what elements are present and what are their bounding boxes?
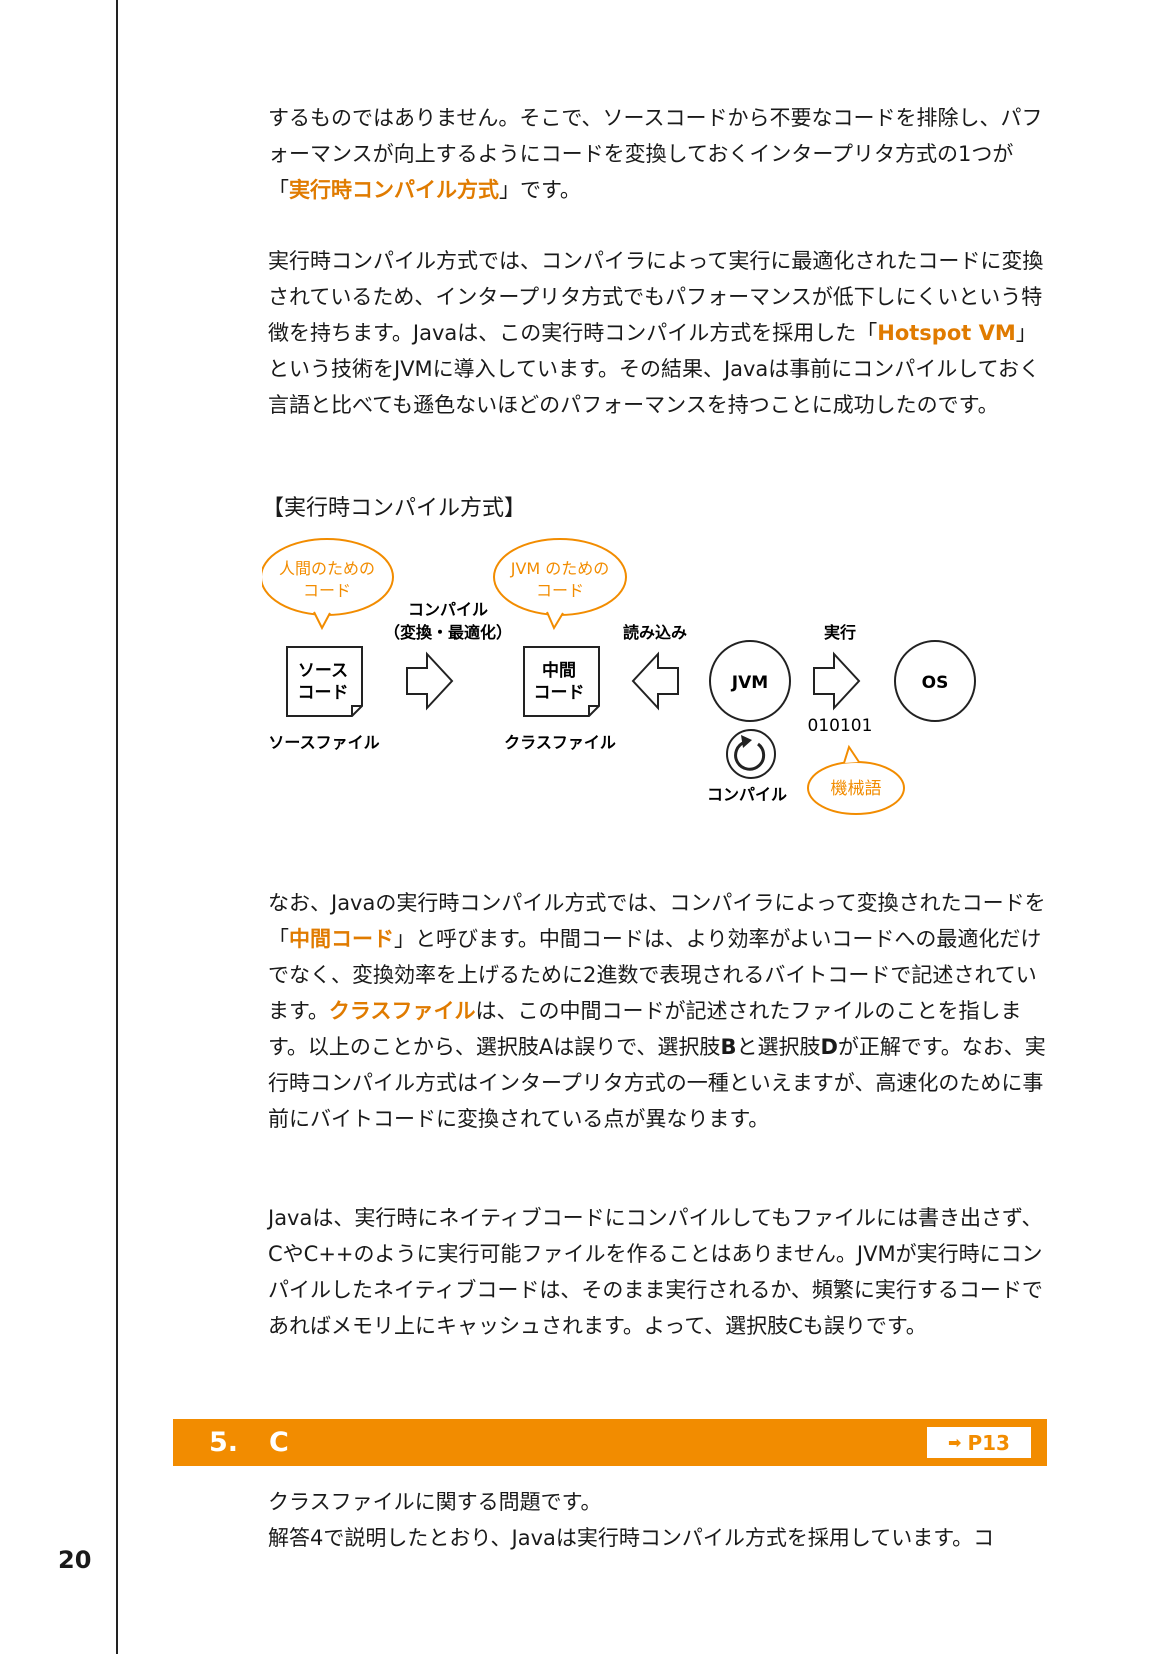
section-answer: C xyxy=(269,1427,289,1458)
doc-middle-line1: 中間 xyxy=(542,660,576,681)
text: 実行時コンパイル方式では、コンパイラによって実行に最適化されたコードに変換されて… xyxy=(268,249,1044,345)
text: 」という技術をJVMに導入しています。その結果、Javaは事前にコンパイルしてお… xyxy=(268,321,1041,417)
caption-source-file: ソースファイル xyxy=(268,733,379,752)
label-load: 読み込み xyxy=(623,623,687,642)
jvm-label: JVM xyxy=(731,673,768,693)
label-jit-compile: コンパイル xyxy=(707,785,787,804)
label-compile-line1: コンパイル xyxy=(408,600,488,619)
jit-compile-diagram: 人間のための コード JVM のための コード コンパイル （変換・最適化） 読… xyxy=(262,538,976,815)
intermediate-code-document-icon: 中間 コード xyxy=(523,646,600,717)
label-compile-line2: （変換・最適化） xyxy=(384,623,512,642)
paragraph-4: Javaは、実行時にネイティブコードにコンパイルしてもファイルには書き出さず、C… xyxy=(268,1206,1043,1338)
option-d: D xyxy=(820,1035,838,1059)
label-exec: 実行 xyxy=(824,623,856,642)
option-b: B xyxy=(720,1035,737,1059)
text: なお、Javaの実行時コンパイル方式では、コンパイラによって変換されたコードを「 xyxy=(268,891,1046,951)
diagram-title: 【実行時コンパイル方式】 xyxy=(262,496,527,521)
arrow-left-icon xyxy=(631,651,679,711)
bubble-human-line2: コード xyxy=(303,581,351,600)
highlight-term: 実行時コンパイル方式 xyxy=(289,178,499,202)
caption-class-file: クラスファイル xyxy=(504,733,616,752)
text: と選択肢 xyxy=(736,1035,821,1059)
jvm-node xyxy=(709,640,791,722)
bubble-human-line1: 人間のための xyxy=(279,559,375,578)
bubble-jvm-line2: コード xyxy=(536,581,584,600)
highlight-term: クラスファイル xyxy=(328,999,476,1023)
binary-code: 010101 xyxy=(808,716,873,736)
paragraph-3: なお、Javaの実行時コンパイル方式では、コンパイラによって変換されたコードを「… xyxy=(268,885,1048,1137)
text: は、この中間コードが記述されたファイルのことを指します。以上のことから、選択肢A… xyxy=(268,999,1022,1059)
page-number: 20 xyxy=(58,1546,92,1574)
doc-source-line2: コード xyxy=(298,683,349,703)
page-reference-link[interactable]: ➡ P13 xyxy=(927,1427,1031,1458)
arrow-right-exec-icon xyxy=(813,651,861,711)
bubble-jvm-line1: JVM のための xyxy=(510,559,610,578)
bubble-machine-code: 機械語 xyxy=(807,744,905,815)
paragraph-6: 解答4で説明したとおり、Javaは実行時コンパイル方式を採用しています。コ xyxy=(268,1526,995,1550)
answer-section-header: 5. C ➡ P13 xyxy=(173,1419,1047,1466)
source-code-document-icon: ソース コード xyxy=(286,646,363,717)
paragraph-1: するものではありません。そこで、ソースコードから不要なコードを排除し、パフォーマ… xyxy=(268,100,1048,208)
text: するものではありません。そこで、ソースコードから不要なコードを排除し、パフォーマ… xyxy=(268,106,1043,202)
os-node xyxy=(894,640,976,722)
os-label: OS xyxy=(922,673,949,693)
highlight-term: Hotspot VM xyxy=(877,321,1016,345)
text: が正解です。なお、実行時コンパイル方式はインタープリタ方式の一種といえますが、高… xyxy=(268,1035,1046,1131)
compile-loop-icon xyxy=(726,729,776,779)
doc-middle-line2: コード xyxy=(534,683,585,703)
arrow-right-icon xyxy=(406,651,454,711)
bubble-human-code: 人間のための コード xyxy=(262,538,394,631)
paragraph-5: クラスファイルに関する問題です。 xyxy=(268,1490,602,1514)
highlight-term: 中間コード xyxy=(289,927,394,951)
arrow-right-icon: ➡ xyxy=(948,1433,962,1452)
paragraph-2: 実行時コンパイル方式では、コンパイラによって実行に最適化されたコードに変換されて… xyxy=(268,243,1048,423)
doc-source-line1: ソース xyxy=(298,661,348,681)
text: 」と呼びます。中間コードは、より効率がよいコードへの最適化だけでなく、変換効率を… xyxy=(268,927,1042,1023)
bubble-jvm-code: JVM のための コード xyxy=(493,538,627,631)
text: 」です。 xyxy=(499,178,581,202)
page-ref-label: P13 xyxy=(967,1430,1010,1455)
margin-rule xyxy=(116,0,118,1654)
bubble-machine-text: 機械語 xyxy=(831,779,882,799)
section-number: 5. xyxy=(209,1427,239,1458)
